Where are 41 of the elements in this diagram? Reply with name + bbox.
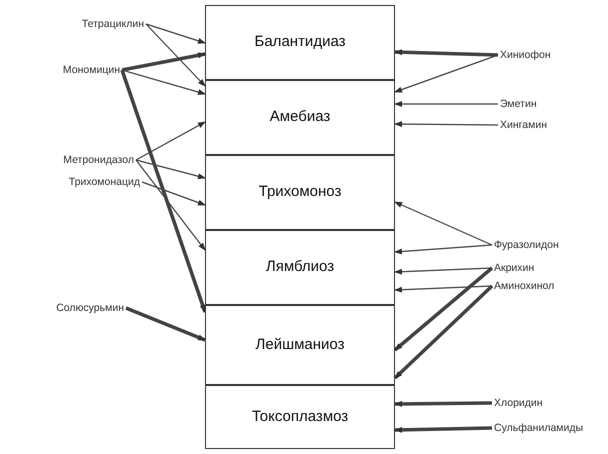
drug-label: Хиниофон bbox=[500, 47, 604, 63]
arrow bbox=[394, 101, 498, 107]
disease-cell: Токсоплазмоз bbox=[205, 385, 395, 449]
drug-label: Тетрациклин bbox=[2, 16, 144, 32]
drug-label: Фуразолидон bbox=[494, 237, 606, 253]
drug-label: Акрихин bbox=[494, 260, 606, 276]
arrow bbox=[125, 306, 206, 342]
arrow bbox=[394, 400, 492, 407]
arrow bbox=[136, 160, 206, 251]
arrow bbox=[394, 285, 492, 293]
arrow bbox=[394, 54, 498, 93]
disease-cell: Лямблиоз bbox=[205, 230, 395, 305]
arrow bbox=[394, 266, 494, 352]
arrow bbox=[394, 284, 494, 380]
drug-label: Аминохинол bbox=[494, 278, 606, 294]
drug-label: Мономицин bbox=[2, 62, 120, 78]
disease-cell: Амебиаз bbox=[205, 80, 395, 155]
arrow bbox=[122, 52, 206, 72]
arrow bbox=[136, 121, 206, 161]
arrow bbox=[122, 69, 206, 95]
drug-label: Хингамин bbox=[500, 117, 604, 133]
arrow bbox=[394, 426, 492, 433]
arrow bbox=[394, 201, 492, 246]
drug-label: Солюсурьмин bbox=[2, 300, 124, 316]
disease-cell: Лейшманиоз bbox=[205, 305, 395, 385]
arrow bbox=[120, 69, 207, 313]
arrow bbox=[394, 49, 498, 57]
arrow bbox=[394, 121, 498, 128]
disease-cell: Балантидиаз bbox=[205, 5, 395, 80]
arrow bbox=[146, 24, 206, 87]
arrow bbox=[394, 244, 492, 254]
arrow bbox=[146, 23, 206, 44]
arrow bbox=[394, 267, 492, 275]
arrow bbox=[136, 159, 206, 180]
arrow bbox=[142, 181, 206, 206]
drug-label: Трихомонацид bbox=[2, 174, 140, 190]
drug-label: Метронидазол bbox=[2, 152, 134, 168]
drug-label: Сульфаниламиды bbox=[494, 420, 606, 436]
drug-label: Хлоридин bbox=[494, 395, 606, 411]
drug-label: Эметин bbox=[500, 96, 604, 112]
disease-cell: Трихомоноз bbox=[205, 155, 395, 230]
